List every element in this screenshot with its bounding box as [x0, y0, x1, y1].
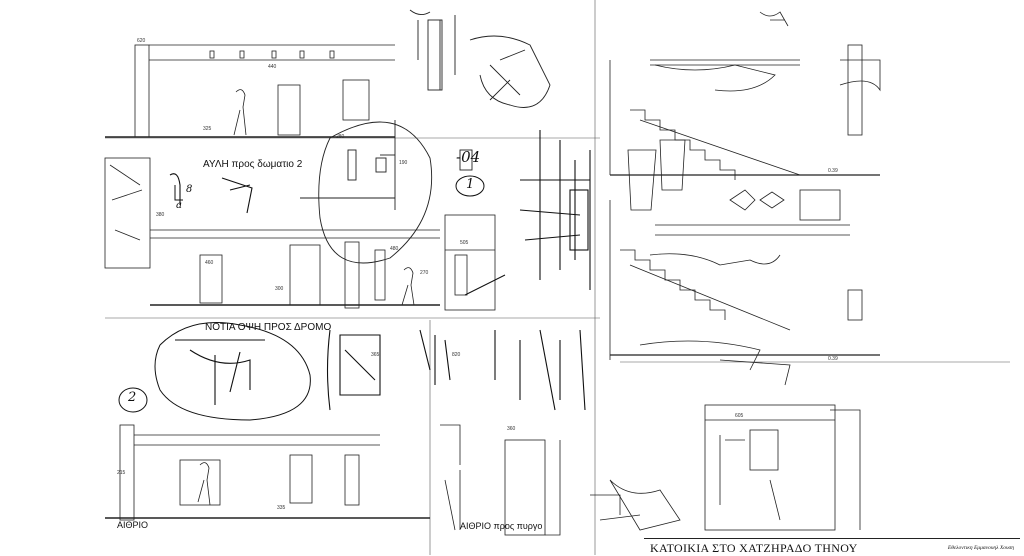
- dimension-label: 280: [336, 134, 345, 140]
- dimension-label: 335: [277, 505, 286, 511]
- dimension-label: 365: [371, 352, 380, 358]
- handwritten-note-a: a: [176, 200, 182, 211]
- dimension-label: 0.39: [828, 168, 838, 174]
- title-block: ΚΑΤΟΙΚΙΑ ΣΤΟ ΧΑΤΖΗΡΑΔΟ ΤΗΝΟΥ Εθελοντικη …: [644, 538, 1020, 555]
- elevation-middle-left: [104, 157, 496, 311]
- dimension-label: 0.39: [828, 356, 838, 362]
- dimension-label: 460: [205, 260, 214, 266]
- section-sketches-middle: [169, 130, 591, 411]
- elevation-top-left: [105, 44, 395, 138]
- panel-frames: [105, 0, 1010, 555]
- dimension-label: 380: [156, 212, 165, 218]
- sheet-credit: Εθελοντικη Εμμανουηλ Χουση: [947, 545, 1014, 551]
- section-right-middle: [609, 189, 880, 386]
- dimension-label: 820: [452, 352, 461, 358]
- dimension-label: 300: [275, 286, 284, 292]
- dimension-label: 505: [460, 240, 469, 246]
- handwritten-note-8: 8: [186, 184, 193, 195]
- dimension-label: 190: [399, 160, 408, 166]
- dimension-label: 480: [390, 246, 399, 252]
- label-aithrio-pros-pyrgo: ΑΙΘΡΙΟ προς πυργο: [460, 521, 543, 531]
- section-right-bottom: [590, 404, 861, 531]
- hand-annotations: [118, 175, 506, 421]
- handwritten-circle-2: 2: [128, 390, 137, 405]
- dimension-label: 620: [137, 38, 146, 44]
- section-right-top: [609, 11, 881, 211]
- dimension-label: 605: [735, 413, 744, 419]
- dimension-label: 360: [507, 426, 516, 432]
- section-upper-middle: [300, 9, 551, 264]
- sheet-title: ΚΑΤΟΙΚΙΑ ΣΤΟ ΧΑΤΖΗΡΑΔΟ ΤΗΝΟΥ: [650, 541, 858, 555]
- dimension-label: 325: [203, 126, 212, 132]
- handwritten-circle-1: 1: [466, 177, 475, 192]
- dimension-label: 440: [268, 64, 277, 70]
- label-notia-opsi: ΝΟΤΙΑ ΟΨΗ ΠΡΟΣ ΔΡΟΜΟ: [205, 322, 332, 333]
- dimension-label: 270: [420, 270, 429, 276]
- dimension-label: 215: [117, 470, 126, 476]
- handwritten-sheet-number: -04: [456, 148, 481, 166]
- elevation-bottom-left: [105, 424, 561, 536]
- label-aule-pros-domatio: ΑΥΛΗ προς δωματιο 2: [203, 159, 303, 170]
- label-aithrio: ΑΙΘΡΙΟ: [117, 520, 149, 530]
